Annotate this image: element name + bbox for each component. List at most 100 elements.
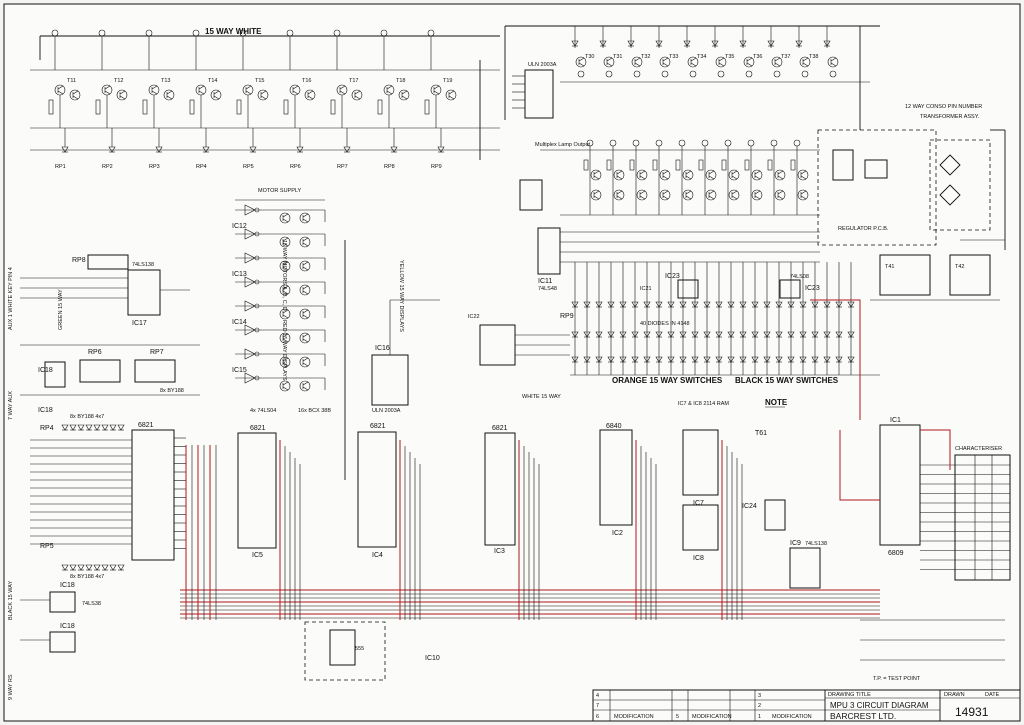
inverter-bubble	[254, 351, 260, 357]
transistor-collector	[302, 261, 309, 266]
diode-symbol	[61, 424, 69, 431]
inverter-bubble	[254, 207, 260, 213]
seven-way-aux-label: 7 WAY AUX	[8, 391, 14, 420]
transistor-emitter	[731, 175, 738, 180]
svg-text:IC18: IC18	[38, 367, 53, 374]
lamp-terminal	[333, 29, 341, 37]
transistor-ref: T15	[255, 78, 264, 84]
transistor-emitter	[662, 195, 669, 200]
transistor-symbol	[705, 189, 717, 201]
transistor-collector	[282, 333, 289, 338]
svg-text:T61: T61	[755, 430, 767, 437]
transistor-symbol	[299, 260, 311, 272]
transistor-ref: T37	[781, 54, 790, 60]
transistor-collector	[448, 90, 455, 95]
transistor-emitter	[260, 95, 267, 100]
transistor-emitter	[282, 314, 289, 319]
transistor-symbol	[797, 169, 809, 181]
output-terminal	[689, 70, 697, 78]
diode-symbol	[69, 564, 77, 571]
transistor-emitter	[593, 195, 600, 200]
diode-symbol	[619, 301, 627, 308]
left-decoder-block: RP8 74LS138 IC17 AUX 1 WHITE KEY PIN 4 G…	[8, 254, 190, 330]
transistor-collector	[302, 213, 309, 218]
rp-label: RP6	[290, 164, 301, 170]
drawing-title: MPU 3 CIRCUIT DIAGRAM	[830, 701, 929, 710]
diode-symbol	[117, 424, 125, 431]
diode-symbol	[595, 331, 603, 338]
diode-symbol	[787, 301, 795, 308]
diode-symbol	[835, 331, 843, 338]
transistor-collector	[302, 381, 309, 386]
diode-symbol	[727, 331, 735, 338]
transistor-symbol	[715, 56, 727, 68]
transistor-symbol	[799, 56, 811, 68]
transistor-symbol	[299, 236, 311, 248]
diode-symbol	[767, 40, 775, 47]
resistor	[330, 99, 336, 115]
diode-symbol	[679, 301, 687, 308]
diode-symbol	[763, 356, 771, 363]
transistor-symbol	[659, 169, 671, 181]
transistor-ref: T12	[114, 78, 123, 84]
display-driver-block: IC16 ULN 2003A YELLOW 15 WAY DISPLAYS	[344, 240, 440, 480]
diode-symbol	[787, 356, 795, 363]
output-terminal	[717, 70, 725, 78]
rp-label: RP5	[243, 164, 254, 170]
transistor-collector	[708, 190, 715, 195]
transistor-emitter	[718, 62, 725, 67]
switch-matrix-block: IC11 74LS48 IC23 IC21 IC23 74LS08 40 DIO…	[468, 179, 880, 385]
diode-symbol	[607, 356, 615, 363]
ic16-ref: IC16	[375, 345, 390, 352]
uln-driver: ULN 2003A	[512, 62, 557, 119]
diode-symbol	[631, 356, 639, 363]
transistor-symbol	[774, 169, 786, 181]
test-point-label: T.P. = TEST POINT	[873, 676, 921, 682]
transistor-emitter	[800, 175, 807, 180]
resistor	[698, 159, 704, 171]
inverter	[244, 300, 256, 312]
transistor-collector	[401, 90, 408, 95]
ic2-chip	[599, 429, 633, 526]
transistor-collector	[800, 190, 807, 195]
ic10-ref: IC10	[425, 655, 440, 662]
transistor-ref: T32	[641, 54, 650, 60]
transistor-emitter	[634, 62, 641, 67]
transistor-symbol	[687, 56, 699, 68]
lamp-terminal	[192, 29, 200, 37]
transistor-symbol	[774, 189, 786, 201]
diode-symbol	[835, 356, 843, 363]
transistor-emitter	[639, 175, 646, 180]
lamp-terminal	[145, 29, 153, 37]
transistor-symbol	[299, 284, 311, 296]
diode-symbol	[775, 356, 783, 363]
output-terminal	[633, 70, 641, 78]
transistor-emitter	[830, 62, 837, 67]
ic1-name: 6809	[888, 550, 904, 557]
resistor	[675, 159, 681, 171]
svg-text:RP4: RP4	[40, 425, 54, 432]
transistor-collector	[72, 90, 79, 95]
transistor-emitter	[302, 218, 309, 223]
resistor	[721, 159, 727, 171]
inverter-bubble	[254, 303, 260, 309]
transistor-emitter	[777, 195, 784, 200]
diode-symbol	[595, 356, 603, 363]
transistor-collector	[616, 190, 623, 195]
diode-symbol	[583, 301, 591, 308]
transistor-emitter	[213, 95, 220, 100]
transistor-collector	[282, 213, 289, 218]
regulator-label: REGULATOR P.C.B.	[838, 226, 889, 232]
transistor-emitter	[282, 266, 289, 271]
transistor-collector	[302, 333, 309, 338]
ic3-ref: IC3	[494, 548, 505, 555]
transistor-emitter	[606, 62, 613, 67]
transistor-collector	[104, 85, 111, 90]
transistor-collector	[754, 190, 761, 195]
transistor-collector	[198, 85, 205, 90]
red-trace	[920, 429, 951, 470]
diode-symbol	[703, 356, 711, 363]
transistor-symbol	[705, 169, 717, 181]
